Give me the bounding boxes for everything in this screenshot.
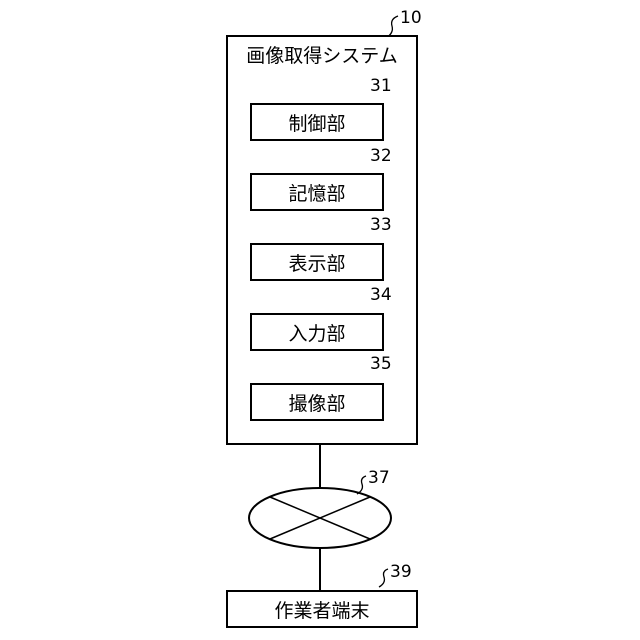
storage-unit-box: 記憶部 bbox=[250, 173, 384, 211]
system-title: 画像取得システム bbox=[228, 45, 416, 67]
network-symbol bbox=[249, 488, 391, 548]
imaging-unit-ref: 35 bbox=[370, 355, 392, 373]
storage-unit-ref: 32 bbox=[370, 147, 392, 165]
input-unit-box: 入力部 bbox=[250, 313, 384, 351]
network-ref: 37 bbox=[368, 469, 390, 487]
control-unit-ref: 31 bbox=[370, 77, 392, 95]
input-unit-ref: 34 bbox=[370, 286, 392, 304]
system-ref-label: 10 bbox=[400, 9, 422, 27]
operator-terminal-box: 作業者端末 bbox=[226, 590, 418, 628]
display-unit-ref: 33 bbox=[370, 216, 392, 234]
display-unit-box: 表示部 bbox=[250, 243, 384, 281]
imaging-unit-box: 撮像部 bbox=[250, 383, 384, 421]
terminal-ref: 39 bbox=[390, 563, 412, 581]
control-unit-box: 制御部 bbox=[250, 103, 384, 141]
